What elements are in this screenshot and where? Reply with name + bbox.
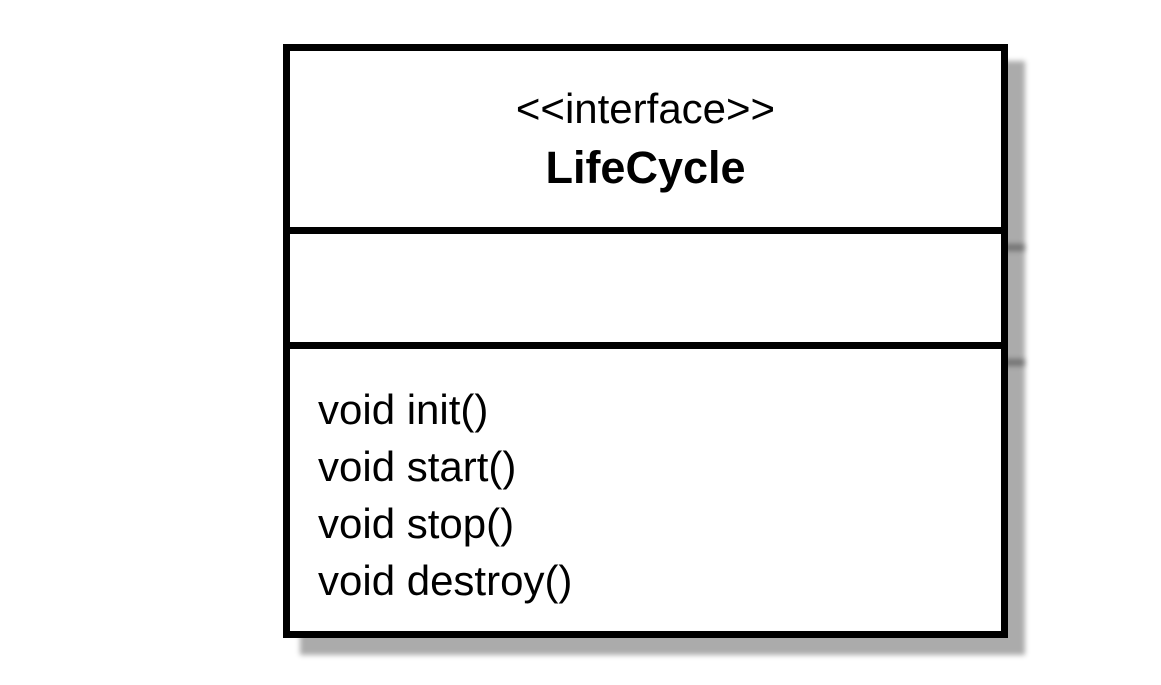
uml-attributes-compartment-empty bbox=[283, 227, 1008, 349]
uml-methods-compartment: void init() void start() void stop() voi… bbox=[283, 342, 1008, 638]
uml-class-name: LifeCycle bbox=[545, 142, 746, 193]
uml-method-stop: void stop() bbox=[318, 500, 515, 547]
uml-class-box-lifecycle: <<interface>> LifeCycle void init() void… bbox=[283, 44, 1008, 638]
uml-stereotype-label: <<interface>> bbox=[515, 85, 776, 132]
uml-method-start: void start() bbox=[318, 443, 517, 490]
uml-header-compartment: <<interface>> LifeCycle bbox=[283, 44, 1008, 234]
uml-method-destroy: void destroy() bbox=[318, 557, 573, 604]
uml-method-init: void init() bbox=[318, 386, 489, 433]
